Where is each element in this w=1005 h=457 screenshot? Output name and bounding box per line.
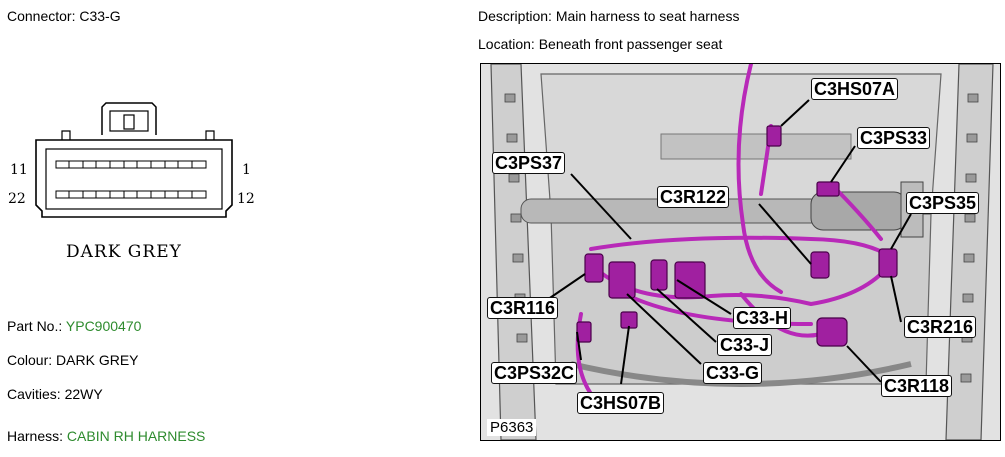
colour-value: DARK GREY [56,352,139,368]
callout-c33-j: C33-J [717,334,773,356]
connector-face-diagram: 11 1 22 12 DARK GREY [8,102,255,262]
pin-label-22: 22 [8,191,26,207]
callout-c3r118: C3R118 [881,375,953,397]
cavities-line: Cavities: 22WY [7,386,103,402]
callout-c3r216: C3R216 [904,316,977,338]
callout-c33-g: C33-G [703,362,763,384]
location-label: Location: [478,36,535,52]
connector-value: C33-G [79,8,121,24]
callout-c3ps32c: C3PS32C [491,362,578,384]
pin-label-11: 11 [10,162,28,178]
callout-c3hs07a: C3HS07A [811,78,899,100]
colour-caption: DARK GREY [66,242,182,262]
part-no-label: Part No.: [7,318,63,334]
callout-c3ps35: C3PS35 [906,192,980,214]
figure-id: P6363 [487,419,537,436]
callout-c3ps37: C3PS37 [492,152,566,174]
part-no-line: Part No.: YPC900470 [7,318,141,334]
location-illustration: C3HS07A C3PS33 C3PS37 C3R122 C3PS35 C3R1… [480,63,1001,441]
location-value: Beneath front passenger seat [538,36,723,52]
callout-c3r116: C3R116 [487,297,559,319]
harness-label: Harness: [7,428,64,444]
description-value: Main harness to seat harness [555,8,740,24]
connector-line: Connector: C33-G [7,8,121,24]
colour-line: Colour: DARK GREY [7,352,139,368]
harness-link[interactable]: CABIN RH HARNESS [66,428,206,444]
connector-label: Connector: [7,8,76,24]
description-line: Description: Main harness to seat harnes… [478,8,739,24]
pin-label-1: 1 [242,162,251,178]
callout-c3r122: C3R122 [657,186,730,208]
cavities-value: 22WY [64,386,103,402]
callout-c3hs07b: C3HS07B [577,392,665,414]
harness-line: Harness: CABIN RH HARNESS [7,428,205,444]
callout-c33-h: C33-H [733,307,792,329]
pin-cavities [55,160,207,199]
pin-label-12: 12 [237,191,255,207]
cavities-label: Cavities: [7,386,61,402]
callout-c3ps33: C3PS33 [857,127,931,149]
part-no-link[interactable]: YPC900470 [65,318,142,334]
colour-label: Colour: [7,352,53,368]
location-line: Location: Beneath front passenger seat [478,36,722,52]
description-label: Description: [478,8,552,24]
